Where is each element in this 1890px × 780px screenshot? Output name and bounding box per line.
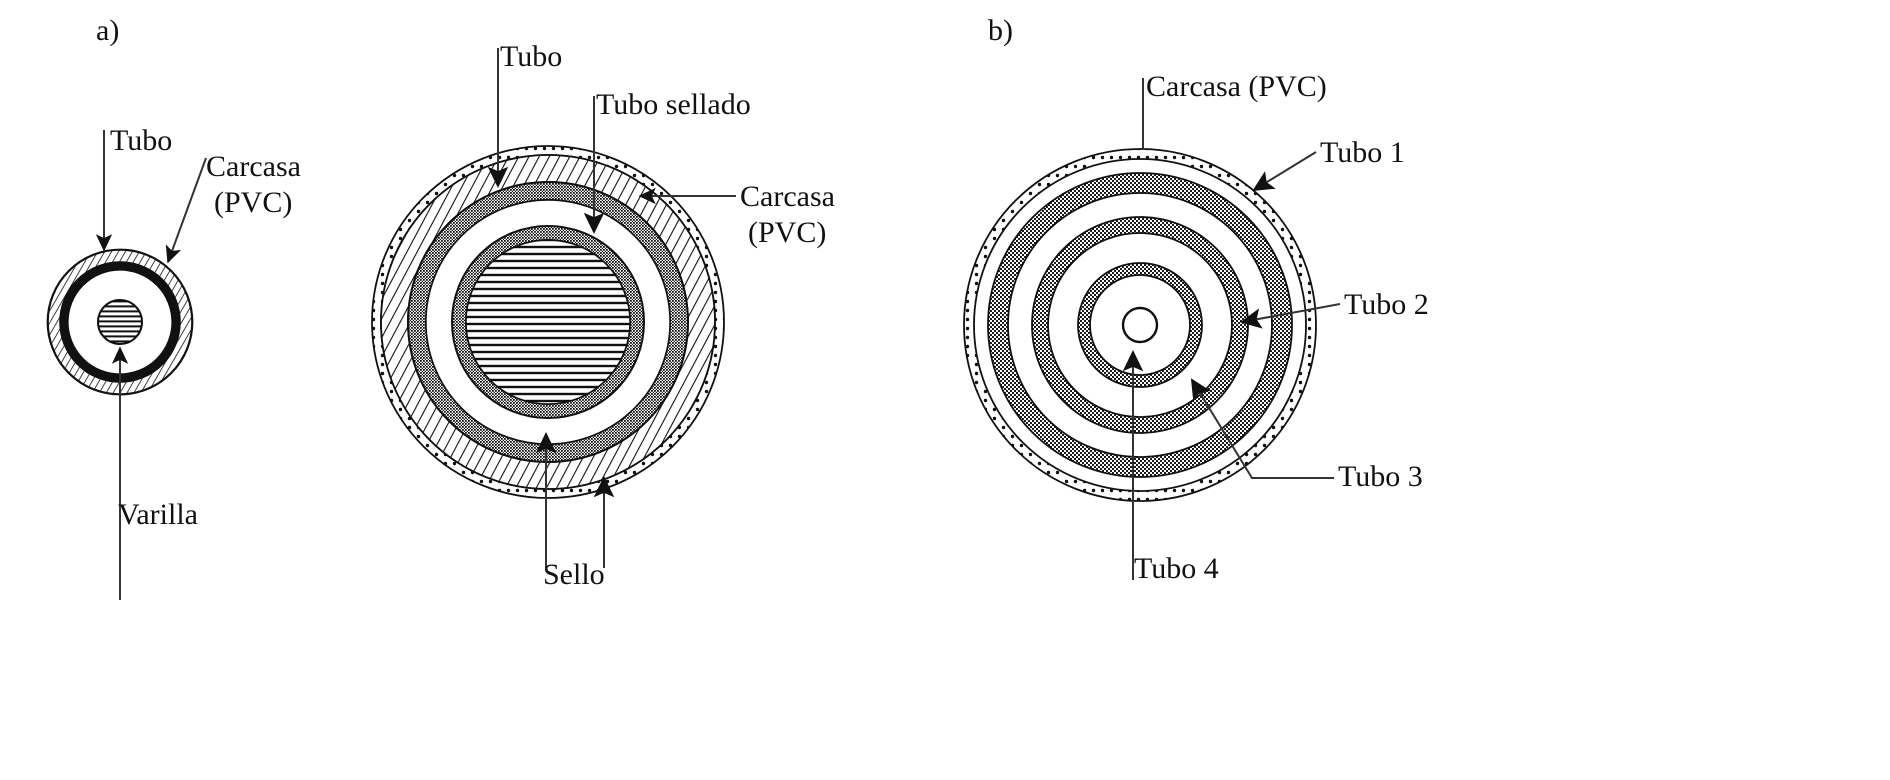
label-tubo-2: Tubo 2: [1344, 288, 1429, 321]
label-varilla: Varilla: [118, 498, 198, 531]
label-carcasa-pvc-c: Carcasa (PVC): [1146, 70, 1327, 103]
sealed-tubo-sellado-core: [465, 239, 631, 405]
multi-tube-section-leaders: [1122, 78, 1341, 580]
label-tubo-b: Tubo: [500, 40, 563, 73]
panel-tag-b: b): [988, 14, 1013, 47]
small-section-leaders: [95, 130, 207, 600]
multi-tubo-3-ring: [1077, 262, 1203, 388]
panel-tag-a: a): [96, 14, 120, 47]
multi-tubo-1-ring: [987, 172, 1293, 478]
label-carcasa-b: Carcasa: [740, 180, 835, 213]
label-tubo-sellado: Tubo sellado: [596, 88, 751, 121]
label-carcasa-pvc-b: (PVC): [748, 216, 827, 249]
label-tubo-4: Tubo 4: [1134, 552, 1219, 585]
sealed-section-diagram: [371, 145, 725, 499]
label-carcasa-pvc-a: (PVC): [214, 186, 293, 219]
leader-c-tubo-2: [1240, 303, 1341, 329]
leader-a-carcasa: [165, 157, 207, 264]
multi-tube-section-diagram: [963, 148, 1317, 502]
label-tubo-3: Tubo 3: [1338, 460, 1423, 493]
multi-carcasa-pvc-ring: [963, 148, 1317, 502]
label-carcasa-a: Carcasa: [206, 150, 301, 183]
small-varilla: [97, 299, 143, 345]
small-section-diagram: [46, 248, 194, 396]
label-sello: Sello: [543, 558, 605, 591]
leader-c-tubo-1: [1252, 151, 1317, 192]
label-tubo-1: Tubo 1: [1320, 136, 1405, 169]
sealed-section-leaders: [487, 48, 736, 568]
multi-tubo-4-circle: [1121, 306, 1159, 344]
label-tubo-a: Tubo: [110, 124, 173, 157]
leader-c-tubo-3: [1190, 378, 1334, 479]
